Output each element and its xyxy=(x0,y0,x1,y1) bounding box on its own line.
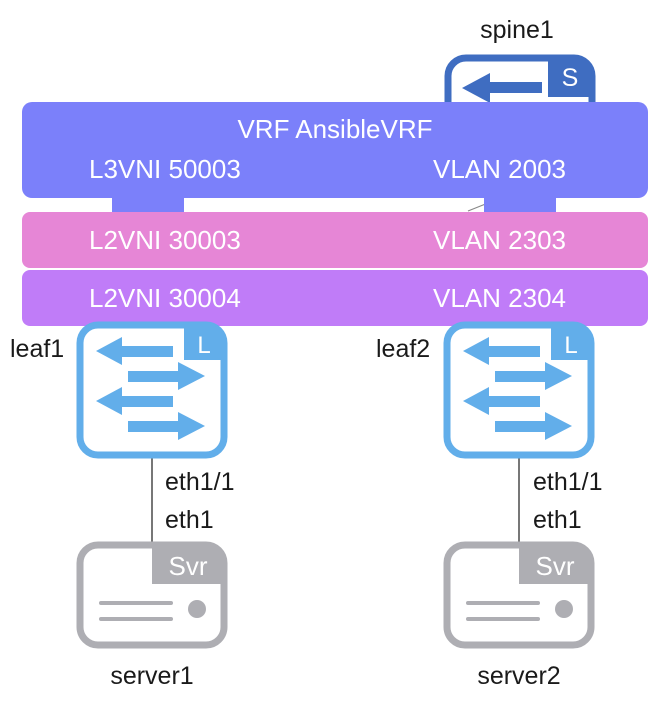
vrf-title: VRF AnsibleVRF xyxy=(237,114,432,144)
server1-host[interactable]: Svr xyxy=(76,541,228,649)
leaf1-port-label: eth1/1 xyxy=(165,468,235,496)
l2vni-30004-band[interactable]: L2VNI 30004 VLAN 2304 xyxy=(22,270,648,326)
arrow-right-icon xyxy=(495,362,572,390)
vrf-vlan: VLAN 2003 xyxy=(433,154,566,184)
server1-label: server1 xyxy=(110,662,193,690)
vrf-band[interactable]: VRF AnsibleVRF L3VNI 50003 VLAN 2003 xyxy=(22,102,648,212)
server2-port-label: eth1 xyxy=(533,506,582,534)
leaf1-label: leaf1 xyxy=(10,335,64,363)
l2vni-30003-bg xyxy=(22,212,648,268)
server2-host[interactable]: Svr xyxy=(443,541,595,649)
server2-badge-label: Svr xyxy=(536,551,575,581)
arrow-right-icon xyxy=(495,412,572,440)
arrow-right-icon xyxy=(128,362,205,390)
server1-port-label: eth1 xyxy=(165,506,214,534)
vrf-tab-leaf1 xyxy=(112,192,184,212)
arrow-left-icon xyxy=(96,387,173,415)
arrow-left-icon xyxy=(463,387,540,415)
vrf-band-bg xyxy=(22,102,648,198)
l2vni-30003-band[interactable]: L2VNI 30003 VLAN 2303 xyxy=(22,212,648,268)
vrf-l3vni: L3VNI 50003 xyxy=(89,154,241,184)
arrow-left-icon xyxy=(463,337,540,365)
leaf2-label: leaf2 xyxy=(376,335,430,363)
server2-badge xyxy=(519,545,591,584)
server1-badge-label: Svr xyxy=(169,551,208,581)
l2vni-30004-vni: L2VNI 30004 xyxy=(89,283,241,313)
l2vni-30004-bg xyxy=(22,270,648,326)
arrow-right-icon xyxy=(128,412,205,440)
vrf-tab-leaf2 xyxy=(484,192,556,212)
leaf2-badge-label: L xyxy=(564,332,577,359)
arrow-left-icon xyxy=(96,337,173,365)
spine1-badge-label: S xyxy=(562,64,579,92)
server1-badge xyxy=(152,545,224,584)
spine1-label: spine1 xyxy=(480,16,554,44)
leaf1-badge-label: L xyxy=(197,332,210,359)
leaf2-port-label: eth1/1 xyxy=(533,468,603,496)
server-icon xyxy=(99,600,206,621)
leaf1-switch[interactable]: L xyxy=(76,321,228,459)
arrow-left-icon xyxy=(462,73,542,103)
leaf2-badge xyxy=(551,325,591,360)
spine1-badge xyxy=(548,58,592,97)
server2-label: server2 xyxy=(477,662,560,690)
leaf1-badge xyxy=(184,325,224,360)
l2vni-30003-vni: L2VNI 30003 xyxy=(89,225,241,255)
l2vni-30004-vlan: VLAN 2304 xyxy=(433,283,566,313)
server-icon xyxy=(466,600,573,621)
l2vni-30003-vlan: VLAN 2303 xyxy=(433,225,566,255)
leaf2-switch[interactable]: L xyxy=(443,321,595,459)
